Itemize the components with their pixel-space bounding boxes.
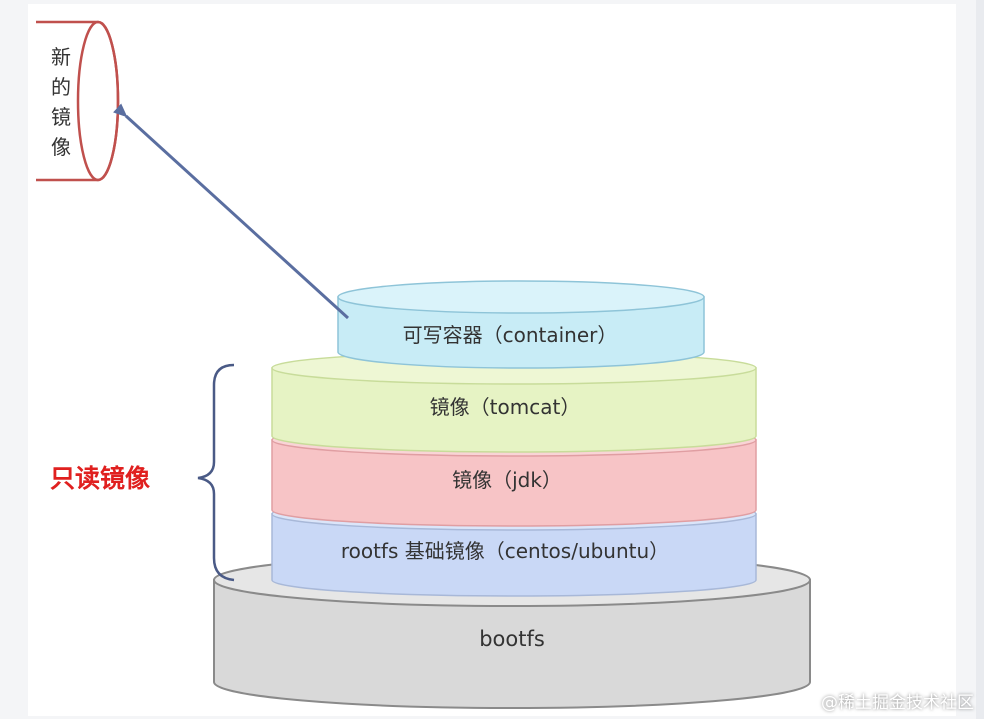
new-image-char-2: 的 [51,75,71,99]
new-image-char-1: 新 [51,45,71,69]
scroll-strip [976,0,984,719]
new-image-char-4: 像 [51,135,71,159]
watermark: @稀土掘金技术社区 [821,693,974,713]
commit-arrow [113,103,350,320]
container-layer: 可写容器（container） [337,280,705,369]
readonly-bracket [197,363,235,582]
readonly-label: 只读镜像 [50,464,150,493]
rootfs-label: rootfs 基础镜像（centos/ubuntu） [341,539,669,563]
jdk-label: 镜像（jdk） [452,468,562,492]
new-image-char-3: 镜 [51,105,71,129]
bootfs-label: bootfs [479,627,545,651]
new-image-cylinder: 新 的 镜 像 [36,20,120,182]
tomcat-label: 镜像（tomcat） [430,395,581,419]
container-label: 可写容器（container） [403,323,618,347]
